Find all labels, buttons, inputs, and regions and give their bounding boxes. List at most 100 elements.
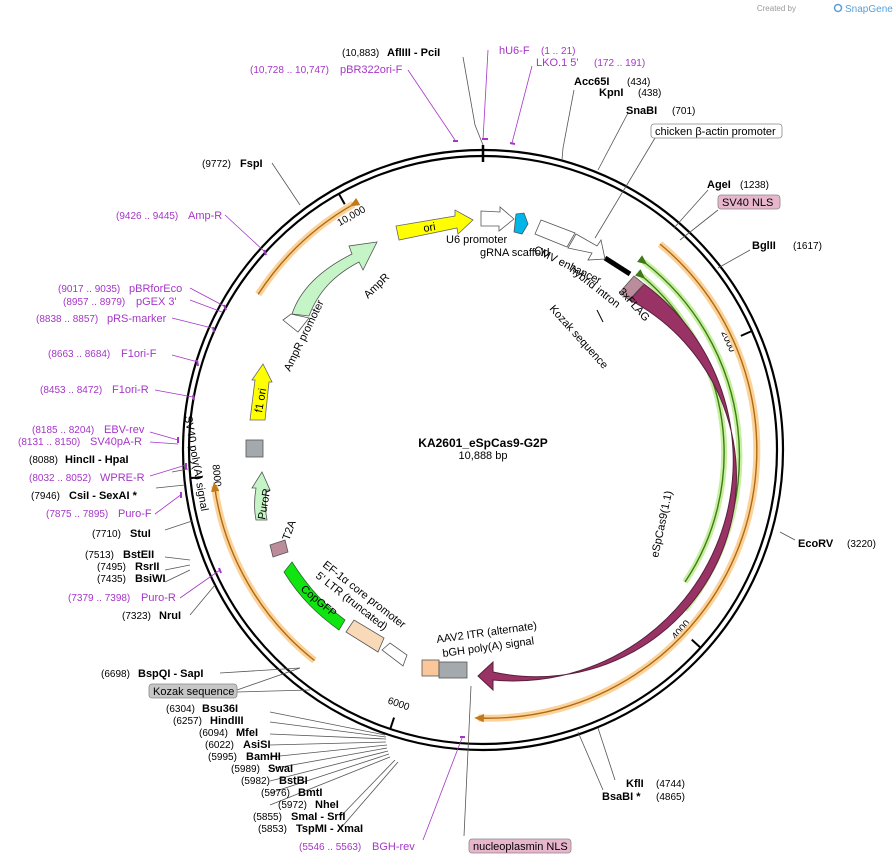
enz-tspmi-pos: (5853) [258, 824, 287, 835]
enz-kpni[interactable]: KpnI [599, 87, 623, 99]
enz-bglii-pos: (1617) [793, 241, 822, 252]
arc-orange-left [211, 481, 315, 662]
label-sv40-nls: SV40 NLS [722, 197, 773, 209]
label-ampr: AmpR [362, 271, 392, 301]
primer-f1orir-pos: (8453 .. 8472) [40, 385, 102, 396]
enz-tspmi[interactable]: TspMI - XmaI [296, 823, 363, 835]
feature-sv40-polya-box[interactable] [245, 439, 264, 458]
enz-ecorv[interactable]: EcoRV [798, 538, 834, 550]
primer-puror[interactable]: Puro-R [141, 592, 176, 604]
feature-copgfp-arrow[interactable] [283, 561, 346, 631]
feature-puror-arrow[interactable] [251, 471, 271, 521]
feature-t2a-box[interactable] [269, 539, 289, 558]
enz-aflIII[interactable]: AflIII - PciI [387, 47, 440, 59]
enz-stui[interactable]: StuI [130, 528, 151, 540]
enz-bspqi[interactable]: BspQI - SapI [138, 668, 203, 680]
enz-snabi[interactable]: SnaBI [626, 105, 657, 117]
primer-wprer[interactable]: WPRE-R [100, 472, 145, 484]
enz-mfei-pos: (6094) [199, 728, 228, 739]
kozak-inner-leader [596, 309, 604, 323]
primer-bghrev-pos: (5546 .. 5563) [299, 842, 361, 853]
label-kozak-box: Kozak sequence [153, 686, 234, 698]
enz-fspi[interactable]: FspI [240, 158, 263, 170]
enz-hincii[interactable]: HincII - HpaI [65, 454, 129, 466]
enz-bsabi[interactable]: BsaBI * [602, 791, 641, 803]
primer-lko15-pos: (172 .. 191) [594, 58, 645, 69]
enz-hindiii[interactable]: HindIII [210, 715, 244, 727]
primer-f1orir[interactable]: F1ori-R [112, 384, 149, 396]
primer-pbrforeco-pos: (9017 .. 9035) [58, 284, 120, 295]
enz-agei[interactable]: AgeI [707, 179, 731, 191]
feature-aav2-itr-box[interactable] [421, 659, 440, 677]
primer-ampr[interactable]: Amp-R [188, 210, 222, 222]
enz-bsiwi[interactable]: BsiWI [135, 573, 166, 585]
primer-pbrforeco[interactable]: pBRforEco [129, 283, 182, 295]
enz-nhei-pos: (5972) [278, 800, 307, 811]
enzymes-right: (10,883) AflIII - PciI Acc65I (434) KpnI… [342, 47, 876, 803]
enz-bglii[interactable]: BglII [752, 240, 776, 252]
feature-f1-ori-arrow[interactable] [249, 363, 273, 421]
scale-tick [389, 717, 396, 730]
enz-rsrii[interactable]: RsrII [135, 561, 159, 573]
primer-purof[interactable]: Puro-F [118, 508, 152, 520]
feature-espcas9-arrow[interactable] [477, 283, 737, 692]
feature-hybrid-intron-bar [603, 255, 632, 277]
primer-hu6f-pos: (1 .. 21) [541, 46, 575, 57]
feature-cba-promoter-arrow[interactable] [567, 233, 606, 261]
feature-3xflag-box[interactable] [619, 275, 645, 301]
enz-bspqi-pos: (6698) [101, 669, 130, 680]
primer-pbr322ori[interactable]: pBR322ori-F [340, 64, 403, 76]
enz-bstbi[interactable]: BstBI [279, 775, 308, 787]
enz-csii[interactable]: CsiI - SexAI * [69, 490, 138, 502]
feature-ampr-promoter-arrow[interactable] [282, 313, 310, 333]
enz-bsu36i[interactable]: Bsu36I [202, 703, 238, 715]
arc-green-inner [635, 269, 725, 583]
feature-cmv-enhancer-arrow[interactable] [534, 219, 576, 248]
enz-bsu36i-pos: (6304) [166, 704, 195, 715]
enz-bmti[interactable]: BmtI [298, 787, 322, 799]
enz-asisi[interactable]: AsiSI [243, 739, 271, 751]
feature-f1-ori-label: f1 ori [253, 387, 269, 413]
enz-aflIII-pos: (10,883) [342, 48, 379, 59]
enz-smai[interactable]: SmaI - SrfI [291, 811, 345, 823]
enz-hincii-pos: (8088) [29, 455, 58, 466]
primer-sv40par[interactable]: SV40pA-R [90, 436, 142, 448]
enz-stui-pos: (7710) [92, 529, 121, 540]
primer-wprer-pos: (8032 .. 8052) [29, 473, 91, 484]
primer-ebvrev[interactable]: EBV-rev [104, 424, 145, 436]
primer-ampr-pos: (9426 .. 9445) [116, 211, 178, 222]
enz-swai[interactable]: SwaI [268, 763, 293, 775]
enz-nhei[interactable]: NheI [315, 799, 339, 811]
feature-ampr-arrow[interactable] [291, 241, 378, 317]
enz-bamhi[interactable]: BamHI [246, 751, 281, 763]
enz-fspi-pos: (9772) [202, 159, 231, 170]
feature-bgh-polya-box[interactable] [438, 661, 468, 679]
primer-ebvrev-pos: (8185 .. 8204) [32, 425, 94, 436]
feature-grna-scaffold-arrow[interactable] [513, 212, 529, 235]
primer-f1orif[interactable]: F1ori-F [121, 348, 157, 360]
primer-bghrev[interactable]: BGH-rev [372, 841, 415, 853]
plasmid-title: KA2601_eSpCas9-G2P 10,888 bp [418, 436, 547, 462]
enz-acc65i-pos: (434) [627, 77, 650, 88]
enz-kfli[interactable]: KflI [626, 778, 644, 790]
enz-nrui-pos: (7323) [122, 611, 151, 622]
enz-bamhi-pos: (5995) [208, 752, 237, 763]
feature-5ltr-box[interactable] [345, 619, 385, 653]
plasmid-name: KA2601_eSpCas9-G2P [418, 436, 547, 450]
feature-ef1a-promoter-arrow[interactable] [381, 642, 408, 667]
feature-u6-promoter-arrow[interactable] [480, 206, 515, 232]
primer-pgex3-pos: (8957 .. 8979) [63, 297, 125, 308]
primer-prsmarker[interactable]: pRS-marker [107, 313, 167, 325]
enz-nrui[interactable]: NruI [159, 610, 181, 622]
enz-agei-pos: (1238) [740, 180, 769, 191]
enz-acc65i[interactable]: Acc65I [574, 76, 609, 88]
feature-ori-arrow[interactable] [395, 209, 474, 241]
features: ori f1 ori PuroR CopGFP [245, 206, 737, 692]
enz-bstbi-pos: (5982) [241, 776, 270, 787]
primer-hu6f[interactable]: hU6-F [499, 45, 530, 57]
enz-mfei[interactable]: MfeI [236, 727, 258, 739]
primer-lko15[interactable]: LKO.1 5' [536, 57, 578, 69]
primer-pgex3[interactable]: pGEX 3' [136, 296, 177, 308]
enz-bsteii[interactable]: BstEII [123, 549, 154, 561]
